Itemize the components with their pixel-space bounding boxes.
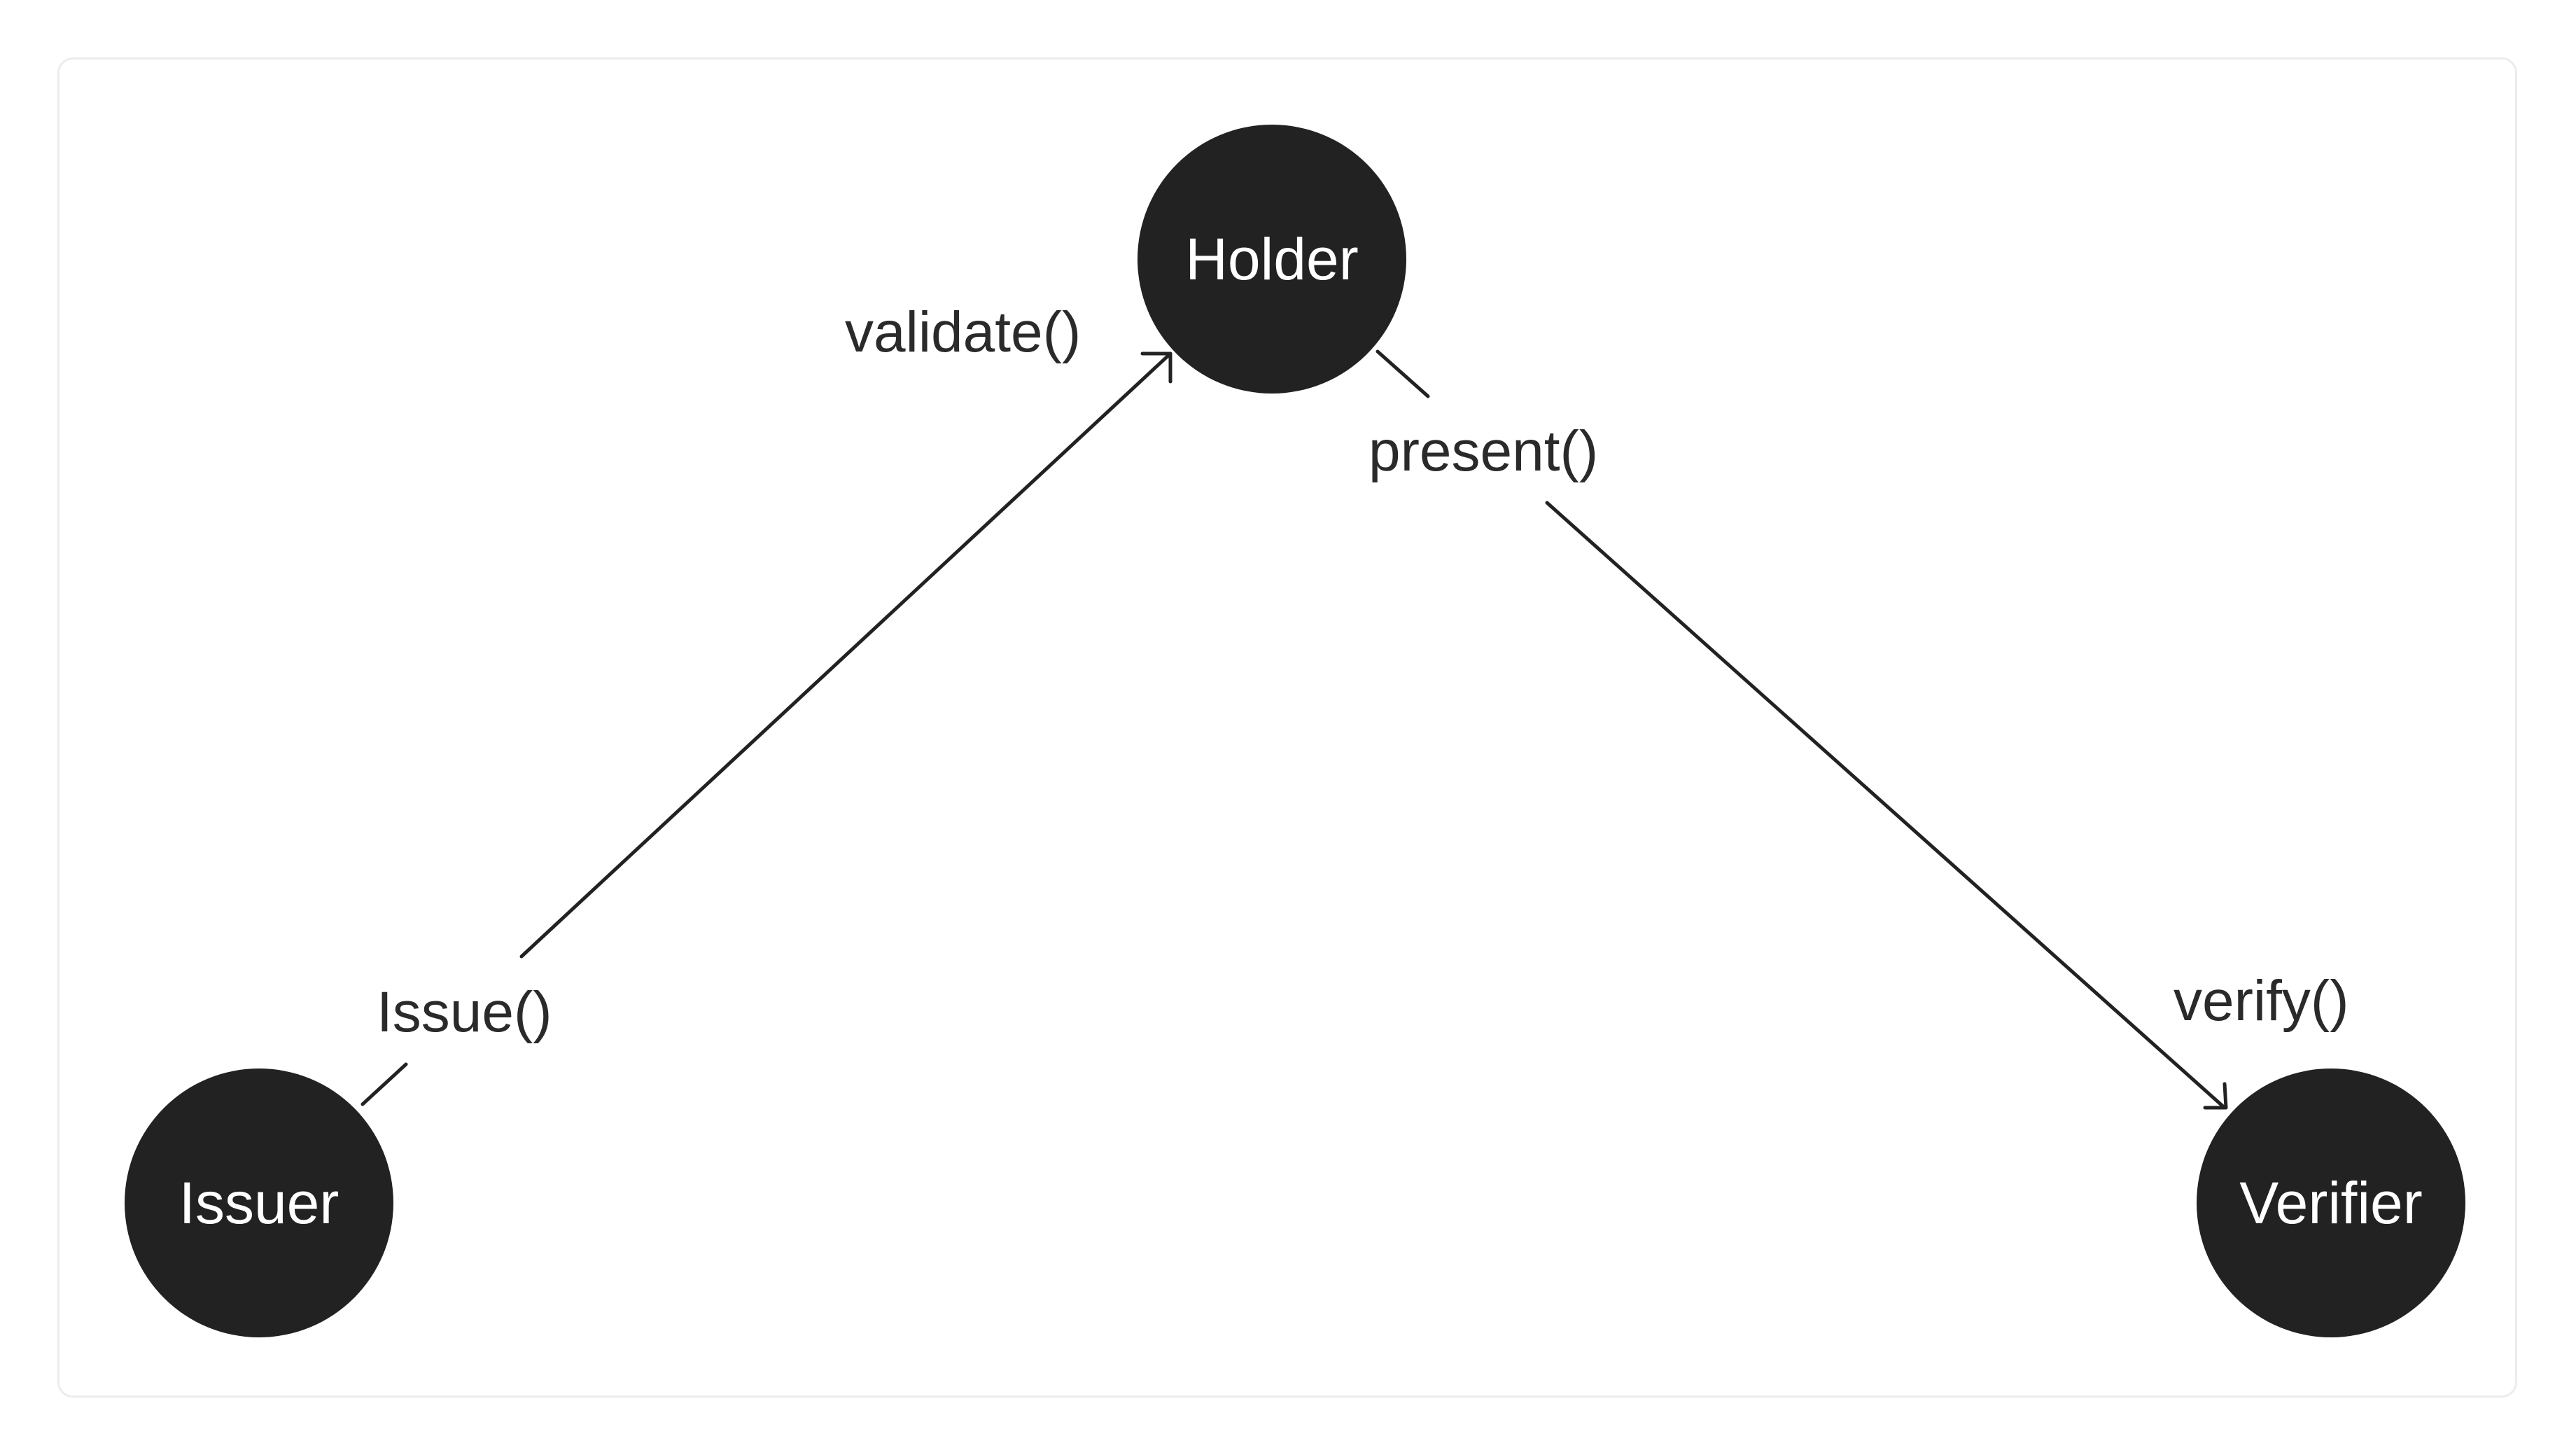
edge-label-verify: verify()	[2174, 969, 2349, 1033]
arrow-head-holder	[1140, 351, 1172, 384]
node-issuer[interactable]: Issuer	[125, 1068, 393, 1337]
arrow-head-verifier	[2203, 1082, 2228, 1110]
edge-label-present: present()	[1368, 419, 1598, 483]
edge-label-validate: validate()	[845, 300, 1081, 364]
node-verifier-circle	[2197, 1068, 2465, 1337]
node-holder-label: Holder	[1185, 226, 1358, 292]
edge-issuer-holder-start	[360, 1062, 408, 1106]
edge-issuer-holder	[519, 351, 1172, 959]
edge-label-issue: Issue()	[377, 980, 552, 1044]
node-holder-circle	[1138, 125, 1406, 394]
node-holder[interactable]: Holder	[1138, 125, 1406, 394]
edge-holder-verifier-start	[1376, 349, 1430, 398]
node-verifier-label: Verifier	[2239, 1170, 2422, 1236]
edge-holder-verifier	[1545, 501, 2227, 1110]
node-issuer-circle	[125, 1068, 393, 1337]
node-issuer-label: Issuer	[179, 1170, 340, 1236]
node-verifier[interactable]: Verifier	[2197, 1068, 2465, 1337]
